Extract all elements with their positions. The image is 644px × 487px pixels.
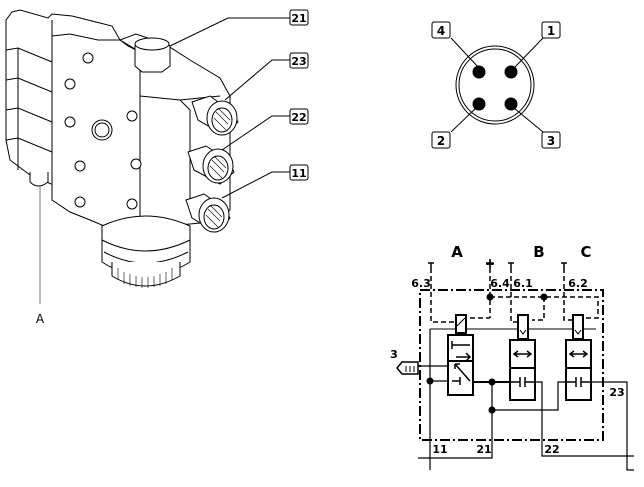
callout-22-label: 22 (291, 111, 306, 124)
connector-A-label: A (36, 312, 45, 326)
port-22-label: 22 (544, 443, 559, 456)
label-6-1: 6.1 (513, 277, 533, 290)
wiring-junction (486, 293, 494, 301)
exhaust-silencer-icon (396, 361, 419, 375)
pin-4 (472, 65, 486, 79)
callout-23-box: 23 (289, 52, 309, 69)
port-23-label: 23 (609, 386, 624, 399)
plate-bolts (64, 52, 113, 208)
solenoid-A (455, 314, 467, 334)
pin-2-label: 2 (437, 134, 445, 148)
valve-A (447, 334, 474, 396)
section-label-C: C (580, 243, 591, 261)
wiring-junction (540, 293, 548, 301)
callout-21-box: 21 (289, 9, 309, 26)
pin-2 (472, 97, 486, 111)
pin-3-label: 3 (547, 134, 555, 148)
callout-23-label: 23 (291, 55, 306, 68)
solenoid-B (517, 314, 529, 340)
valve-boundary (419, 289, 604, 441)
valve-drawing (5, 9, 239, 288)
label-6-2: 6.2 (568, 277, 588, 290)
electrical-connector (101, 215, 191, 288)
pin-1-label: 1 (547, 24, 555, 38)
body-bolt (130, 158, 142, 170)
valve-B (509, 339, 536, 401)
pin-4-label: 4 (437, 24, 445, 38)
plus-symbol: + (485, 257, 495, 271)
electrical-wiring (430, 268, 599, 323)
pneumatic-schematic: A B C 6.3 6.4 6.1 6.2 (390, 243, 634, 471)
line-junction (488, 406, 496, 414)
callout-22-box: 22 (289, 108, 309, 125)
connector-pinout: 4 1 2 3 (431, 21, 561, 149)
label-6-4: 6.4 (490, 277, 510, 290)
port-11-fitting (185, 193, 231, 233)
body-bolt (126, 198, 138, 210)
pneumatic-lines (418, 329, 634, 471)
port-21-label: 21 (476, 443, 491, 456)
valve-C (565, 339, 592, 401)
port-23-fitting (191, 95, 239, 136)
body-bolt (126, 110, 138, 122)
callout-21-label: 21 (291, 12, 306, 25)
pin-3 (504, 97, 518, 111)
section-label-A: A (451, 243, 463, 261)
callout-11-label: 11 (291, 167, 306, 180)
callout-leaders (39, 17, 290, 304)
line-junction (488, 378, 496, 386)
label-6-3: 6.3 (411, 277, 431, 290)
port-3-label: 3 (390, 348, 398, 361)
solenoid-C (572, 314, 584, 340)
connector-A-knob (29, 172, 49, 187)
port-22-fitting (187, 145, 235, 185)
line-junction (426, 377, 434, 385)
pin-1 (504, 65, 518, 79)
callout-11-box: 11 (289, 164, 309, 181)
section-label-B: B (533, 243, 544, 261)
port-11-label: 11 (432, 443, 447, 456)
electrical-ticks (428, 259, 567, 268)
